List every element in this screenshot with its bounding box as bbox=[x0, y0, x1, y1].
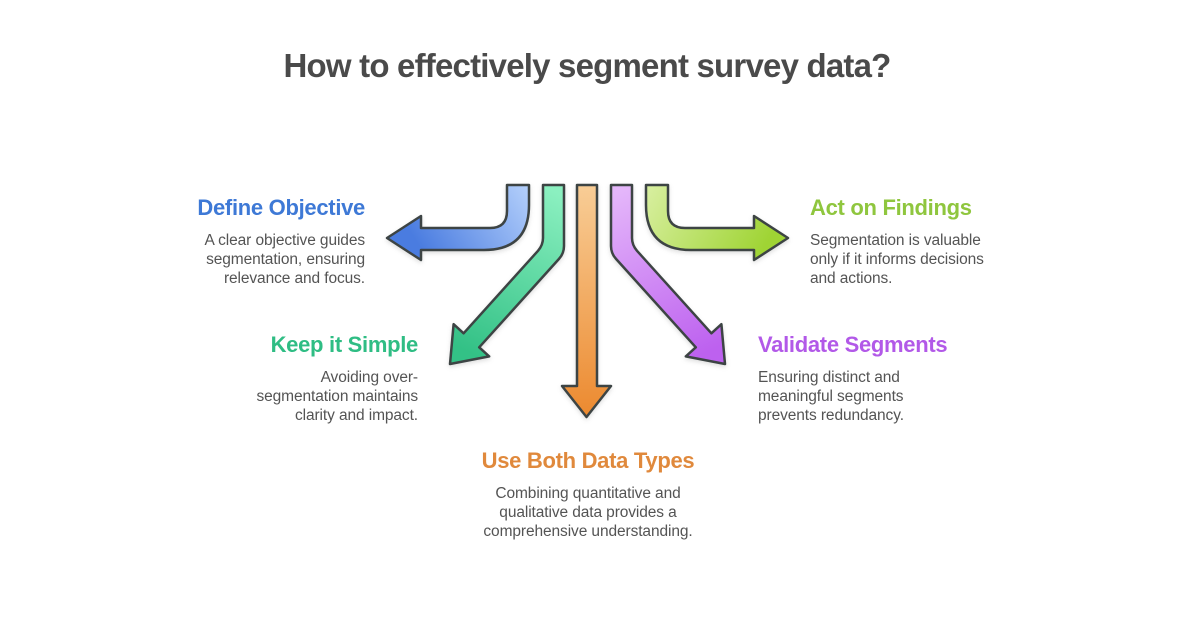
heading-keep-it-simple: Keep it Simple bbox=[270, 332, 419, 357]
heading-use-both-data-types: Use Both Data Types bbox=[481, 448, 695, 473]
body-line: qualitative data provides a bbox=[499, 504, 677, 521]
body-define-objective: A clear objective guides segmentation, e… bbox=[145, 231, 366, 288]
body-line: Avoiding over- bbox=[320, 369, 419, 386]
section-define-objective: Define Objective A clear objective guide… bbox=[145, 195, 365, 288]
section-validate-segments: Validate Segments Ensuring distinct and … bbox=[758, 332, 978, 425]
page-title: How to effectively segment survey data? bbox=[283, 47, 892, 84]
body-line: Segmentation is valuable bbox=[810, 232, 981, 249]
arrow-use-both-data-types bbox=[560, 183, 613, 419]
body-line: Ensuring distinct and bbox=[758, 369, 900, 386]
body-line: meaningful segments bbox=[758, 388, 904, 405]
body-line: and actions. bbox=[810, 270, 893, 287]
arrow-act-on-findings bbox=[644, 183, 790, 262]
body-act-on-findings: Segmentation is valuable only if it info… bbox=[810, 231, 1040, 288]
section-act-on-findings: Act on Findings Segmentation is valuable… bbox=[810, 195, 1040, 288]
body-line: only if it informs decisions bbox=[810, 251, 984, 268]
section-keep-it-simple: Keep it Simple Avoiding over- segmentati… bbox=[198, 332, 418, 425]
arrow-define-objective bbox=[385, 183, 531, 262]
arrow-keep-it-simple bbox=[448, 183, 566, 366]
body-validate-segments: Ensuring distinct and meaningful segment… bbox=[758, 368, 978, 425]
arrow-validate-segments bbox=[609, 183, 727, 366]
body-keep-it-simple: Avoiding over- segmentation maintains cl… bbox=[198, 368, 418, 425]
body-line: comprehensive understanding. bbox=[483, 523, 693, 540]
heading-validate-segments: Validate Segments bbox=[758, 332, 948, 357]
body-line: prevents redundancy. bbox=[758, 407, 904, 424]
body-line: Combining quantitative and bbox=[495, 485, 681, 502]
body-line: clarity and impact. bbox=[294, 407, 418, 424]
body-line: relevance and focus. bbox=[223, 270, 365, 287]
body-line: segmentation maintains bbox=[256, 388, 418, 405]
heading-define-objective: Define Objective bbox=[197, 195, 365, 220]
body-use-both-data-types: Combining quantitative and qualitative d… bbox=[428, 484, 748, 541]
heading-act-on-findings: Act on Findings bbox=[810, 195, 972, 220]
section-use-both-data-types: Use Both Data Types Combining quantitati… bbox=[428, 448, 748, 541]
body-line: segmentation, ensuring bbox=[206, 251, 365, 268]
body-line: A clear objective guides bbox=[204, 232, 366, 249]
